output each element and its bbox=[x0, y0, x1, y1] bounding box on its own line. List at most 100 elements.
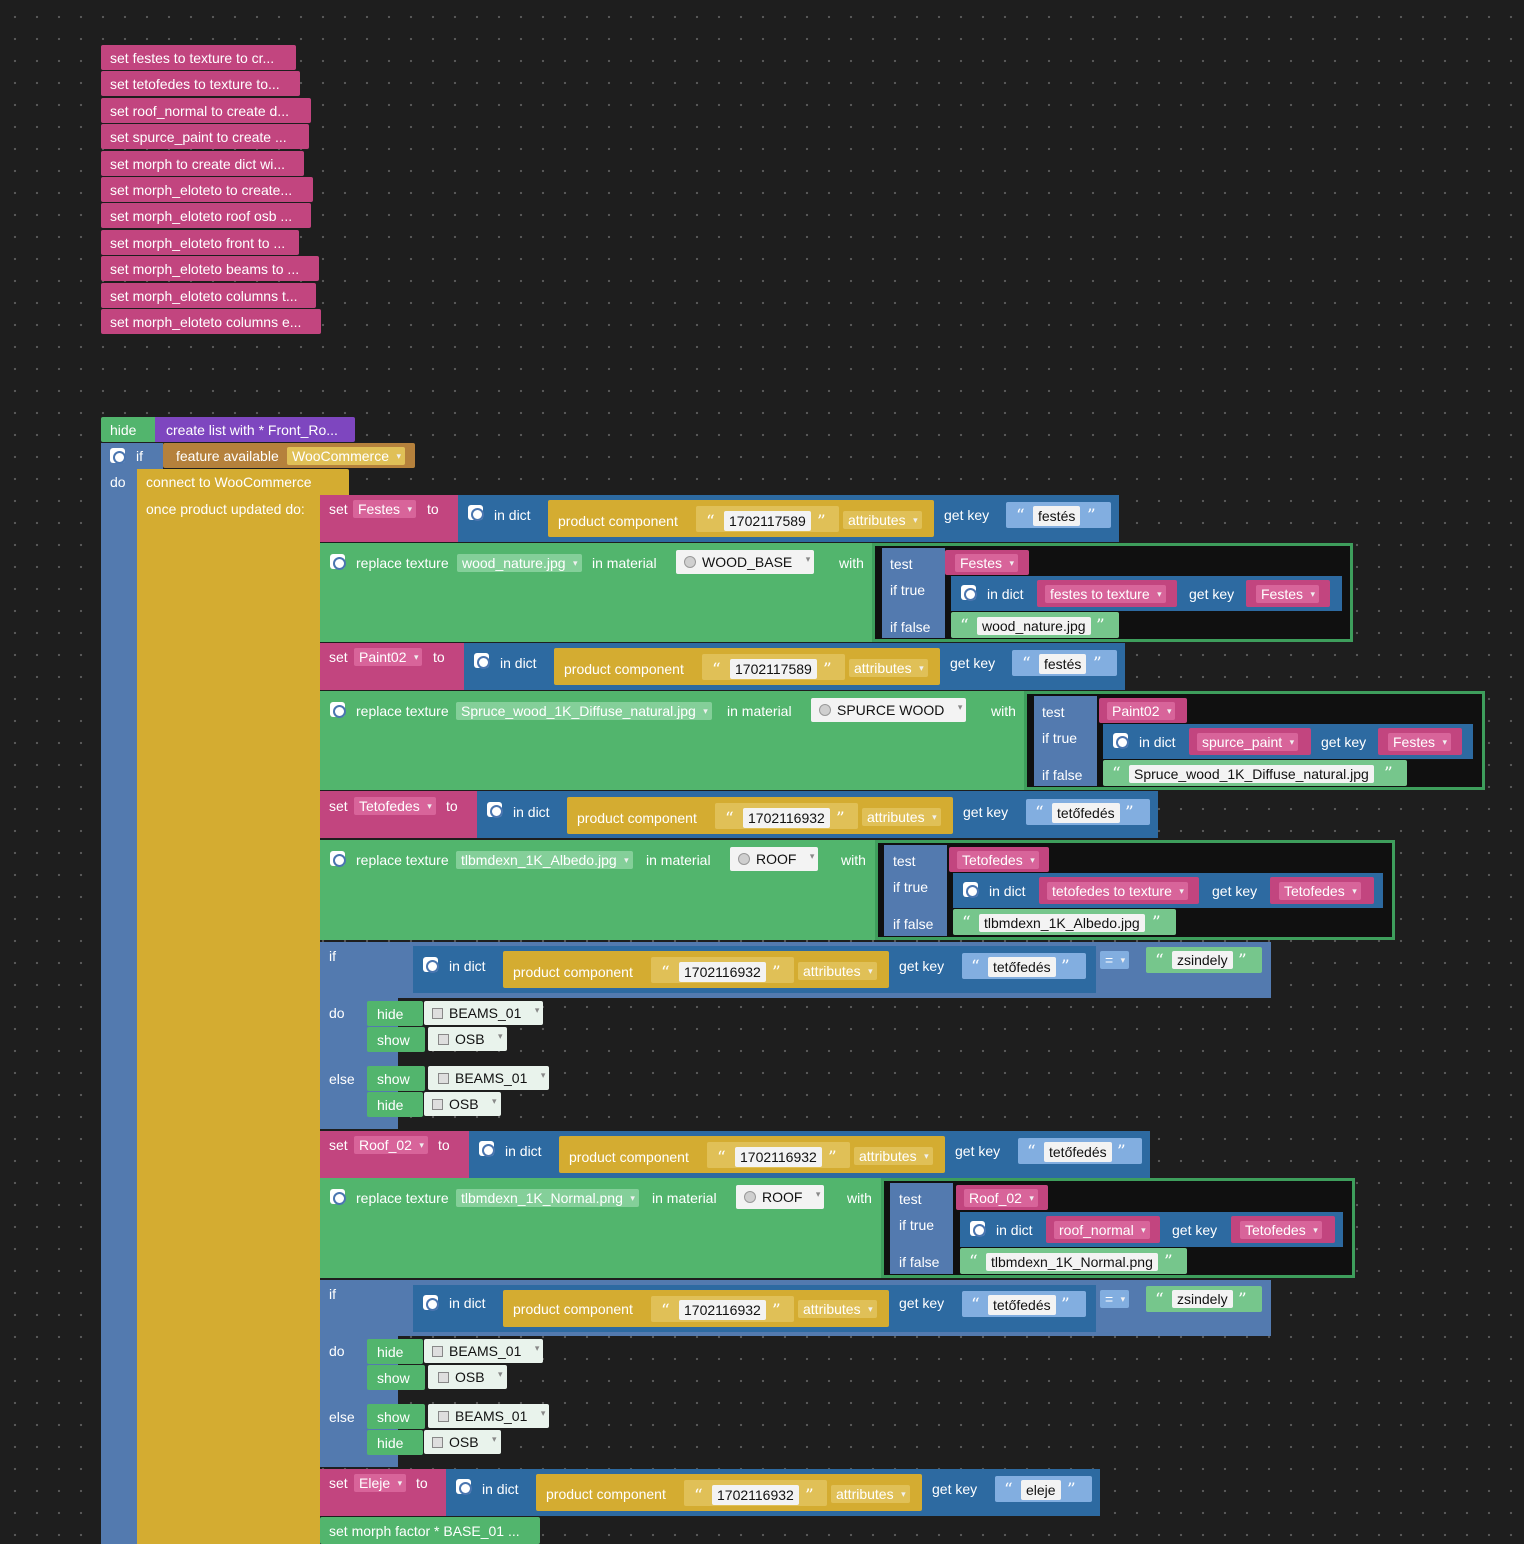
paint02-variable-dropdown[interactable]: Paint02 bbox=[354, 648, 423, 666]
dict-variable-dropdown[interactable]: spurce_paint bbox=[1197, 733, 1299, 751]
gear-icon[interactable] bbox=[474, 653, 490, 669]
gear-icon[interactable] bbox=[456, 1479, 472, 1495]
once-product-updated-block[interactable]: once product updated do: bbox=[137, 495, 320, 1544]
attributes-dropdown[interactable]: attributes bbox=[798, 1300, 877, 1318]
paint02-variable-dropdown[interactable]: Paint02 bbox=[1107, 702, 1176, 720]
gear-icon[interactable] bbox=[423, 1295, 439, 1311]
set-block-collapsed[interactable]: set morph_eloteto beams to ... bbox=[101, 256, 319, 281]
hide-block[interactable]: hide bbox=[101, 417, 157, 442]
key-field[interactable]: tetőfedés bbox=[988, 1295, 1056, 1315]
object-dropdown[interactable]: BEAMS_01 bbox=[424, 1339, 544, 1363]
fallback-texture-field[interactable]: tlbmdexn_1K_Normal.png bbox=[986, 1253, 1158, 1271]
set-block-collapsed[interactable]: set tetofedes to texture to... bbox=[101, 71, 300, 96]
gear-icon[interactable] bbox=[330, 851, 346, 867]
roof02-variable-dropdown[interactable]: Roof_02 bbox=[354, 1136, 428, 1154]
key-field[interactable]: eleje bbox=[1021, 1480, 1061, 1500]
key-field[interactable]: tetőfedés bbox=[988, 957, 1056, 977]
set-block-collapsed[interactable]: set morph_eloteto columns t... bbox=[101, 283, 316, 308]
hide-block[interactable]: hide bbox=[367, 1430, 423, 1455]
dict-variable-dropdown[interactable]: roof_normal bbox=[1054, 1221, 1150, 1239]
show-block[interactable]: show bbox=[367, 1066, 425, 1091]
gear-icon[interactable] bbox=[110, 448, 126, 464]
key-field[interactable]: tetőfedés bbox=[1044, 1142, 1112, 1162]
key-field[interactable]: festés bbox=[1033, 506, 1081, 526]
gear-icon[interactable] bbox=[1113, 733, 1129, 749]
object-dropdown[interactable]: OSB bbox=[424, 1430, 501, 1454]
attributes-dropdown[interactable]: attributes bbox=[862, 808, 941, 826]
material-dropdown[interactable]: ROOF bbox=[730, 847, 819, 871]
product-id-field[interactable]: 1702116932 bbox=[712, 1485, 799, 1505]
show-block[interactable]: show bbox=[367, 1365, 425, 1390]
tetofedes-variable-dropdown[interactable]: Tetofedes bbox=[957, 851, 1039, 869]
fallback-texture-field[interactable]: Spruce_wood_1K_Diffuse_natural.jpg bbox=[1129, 765, 1374, 783]
object-dropdown[interactable]: BEAMS_01 bbox=[428, 1066, 550, 1090]
object-dropdown[interactable]: OSB bbox=[428, 1027, 507, 1051]
festes-variable-dropdown[interactable]: Festes bbox=[1388, 733, 1452, 751]
texture-file-dropdown[interactable]: tlbmdexn_1K_Albedo.jpg bbox=[456, 851, 633, 869]
set-block-collapsed[interactable]: set festes to texture to cr... bbox=[101, 45, 296, 70]
gear-icon[interactable] bbox=[961, 585, 977, 601]
dict-variable-dropdown[interactable]: festes to texture bbox=[1045, 585, 1166, 603]
product-id-field[interactable]: 1702116932 bbox=[735, 1147, 822, 1167]
attributes-dropdown[interactable]: attributes bbox=[854, 1147, 933, 1165]
set-block-collapsed[interactable]: set morph_eloteto to create... bbox=[101, 177, 313, 202]
gear-icon[interactable] bbox=[970, 1221, 986, 1237]
gear-icon[interactable] bbox=[468, 505, 484, 521]
tetofedes-variable-dropdown[interactable]: Tetofedes bbox=[354, 797, 436, 815]
product-id-field[interactable]: 1702116932 bbox=[679, 1300, 766, 1320]
attributes-dropdown[interactable]: attributes bbox=[843, 511, 922, 529]
hide-block[interactable]: hide bbox=[367, 1092, 423, 1117]
set-block-collapsed[interactable]: set morph to create dict wi... bbox=[101, 151, 304, 176]
fallback-texture-field[interactable]: tlbmdexn_1K_Albedo.jpg bbox=[979, 914, 1145, 932]
eleje-variable-dropdown[interactable]: Eleje bbox=[354, 1474, 407, 1492]
tetofedes-variable-dropdown[interactable]: Tetofedes bbox=[1279, 882, 1361, 900]
gear-icon[interactable] bbox=[963, 882, 979, 898]
roof02-variable-dropdown[interactable]: Roof_02 bbox=[964, 1189, 1038, 1207]
product-id-field[interactable]: 1702117589 bbox=[724, 511, 811, 531]
woocommerce-dropdown[interactable]: WooCommerce bbox=[287, 447, 405, 465]
operator-dropdown[interactable]: = bbox=[1100, 1290, 1130, 1308]
compare-value-field[interactable]: zsindely bbox=[1172, 951, 1233, 969]
festes-variable-dropdown[interactable]: Festes bbox=[1256, 585, 1320, 603]
set-morph-factor-block[interactable]: set morph factor * BASE_01 ... bbox=[320, 1517, 540, 1544]
set-block-collapsed[interactable]: set morph_eloteto front to ... bbox=[101, 230, 299, 255]
product-id-field[interactable]: 1702116932 bbox=[679, 962, 766, 982]
texture-file-dropdown[interactable]: wood_nature.jpg bbox=[457, 554, 582, 572]
festes-variable-dropdown[interactable]: Festes bbox=[955, 554, 1019, 572]
gear-icon[interactable] bbox=[330, 554, 346, 570]
texture-file-dropdown[interactable]: Spruce_wood_1K_Diffuse_natural.jpg bbox=[456, 702, 712, 720]
create-list-block[interactable]: create list with * Front_Ro... bbox=[155, 417, 355, 442]
if-block[interactable] bbox=[101, 443, 137, 1544]
gear-icon[interactable] bbox=[330, 702, 346, 718]
attributes-dropdown[interactable]: attributes bbox=[831, 1485, 910, 1503]
show-block[interactable]: show bbox=[367, 1027, 425, 1052]
compare-value-field[interactable]: zsindely bbox=[1172, 1290, 1233, 1308]
set-block-collapsed[interactable]: set morph_eloteto roof osb ... bbox=[101, 203, 311, 228]
key-field[interactable]: tetőfedés bbox=[1052, 803, 1120, 823]
hide-block[interactable]: hide bbox=[367, 1001, 423, 1026]
material-dropdown[interactable]: SPURCE WOOD bbox=[811, 698, 967, 722]
dict-variable-dropdown[interactable]: tetofedes to texture bbox=[1047, 882, 1188, 900]
object-dropdown[interactable]: OSB bbox=[428, 1365, 507, 1389]
hide-block[interactable]: hide bbox=[367, 1339, 423, 1364]
show-block[interactable]: show bbox=[367, 1404, 425, 1429]
material-dropdown[interactable]: ROOF bbox=[736, 1185, 825, 1209]
festes-variable-dropdown[interactable]: Festes bbox=[353, 500, 417, 518]
material-dropdown[interactable]: WOOD_BASE bbox=[676, 550, 815, 574]
product-id-field[interactable]: 1702116932 bbox=[743, 808, 830, 828]
key-field[interactable]: festés bbox=[1039, 654, 1087, 674]
set-block-collapsed[interactable]: set spurce_paint to create ... bbox=[101, 124, 309, 149]
object-dropdown[interactable]: OSB bbox=[424, 1092, 501, 1116]
fallback-texture-field[interactable]: wood_nature.jpg bbox=[977, 617, 1091, 635]
product-id-field[interactable]: 1702117589 bbox=[730, 659, 817, 679]
attributes-dropdown[interactable]: attributes bbox=[849, 659, 928, 677]
set-block-collapsed[interactable]: set roof_normal to create d... bbox=[101, 98, 311, 123]
gear-icon[interactable] bbox=[423, 957, 439, 973]
connect-woocommerce-block[interactable]: connect to WooCommerce bbox=[137, 469, 349, 495]
set-block-collapsed[interactable]: set morph_eloteto columns e... bbox=[101, 309, 321, 334]
tetofedes-variable-dropdown[interactable]: Tetofedes bbox=[1240, 1221, 1322, 1239]
